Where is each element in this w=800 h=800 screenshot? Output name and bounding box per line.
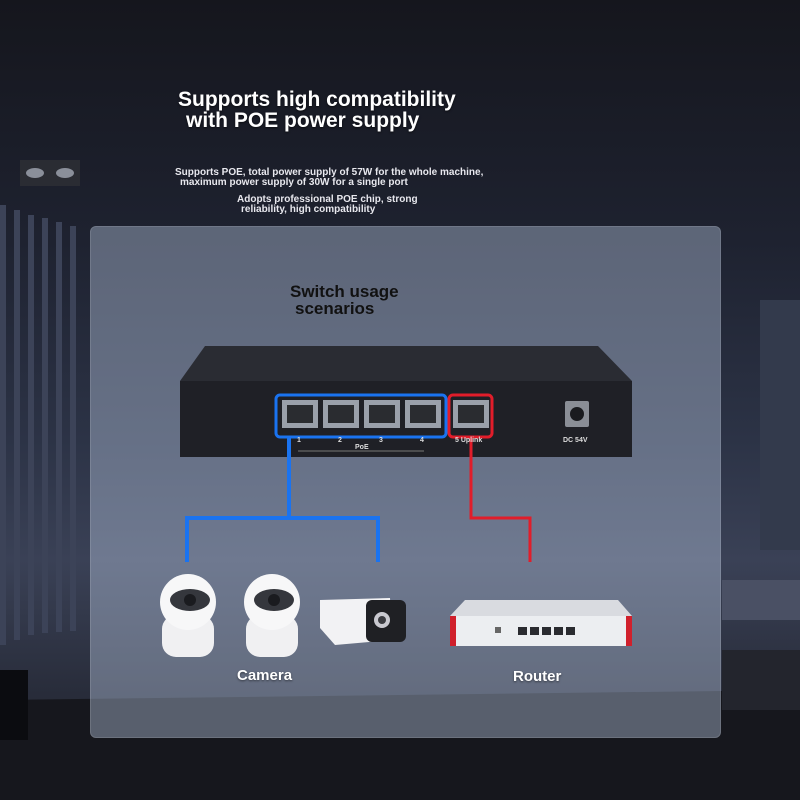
port-label-4: 4 (420, 437, 424, 444)
bullet-camera (320, 598, 406, 645)
header-desc-line3: Adopts professional POE chip, strong (237, 194, 418, 205)
header-desc-line4: reliability, high compatibility (241, 204, 376, 215)
poe-label: PoE (355, 444, 369, 451)
poe-highlight (274, 393, 448, 439)
uplink-connection-line (469, 437, 532, 562)
header-desc-line1: Supports POE, total power supply of 57W … (175, 167, 484, 178)
poe-connection-lines (185, 437, 380, 562)
header-title-line1: Supports high compatibility (178, 88, 456, 111)
switch-top (180, 346, 632, 381)
port-label-1: 1 (297, 437, 301, 444)
header-title-line2: with POE power supply (186, 109, 420, 132)
uplink-label: 5 Uplink (455, 437, 483, 444)
port-label-2: 2 (338, 437, 342, 444)
router-label: Router (513, 668, 562, 685)
port-label-3: 3 (379, 437, 383, 444)
scenario-title-line2: scenarios (295, 299, 375, 318)
dome-camera-2 (244, 574, 300, 657)
camera-label: Camera (237, 667, 293, 684)
dc-label: DC 54V (563, 437, 588, 444)
header-desc-line2: maximum power supply of 30W for a single… (180, 177, 408, 188)
dome-camera-1 (160, 574, 216, 657)
scenario-title-line1: Switch usage (290, 282, 399, 301)
poe-ports (282, 400, 441, 428)
router-device (450, 600, 632, 646)
